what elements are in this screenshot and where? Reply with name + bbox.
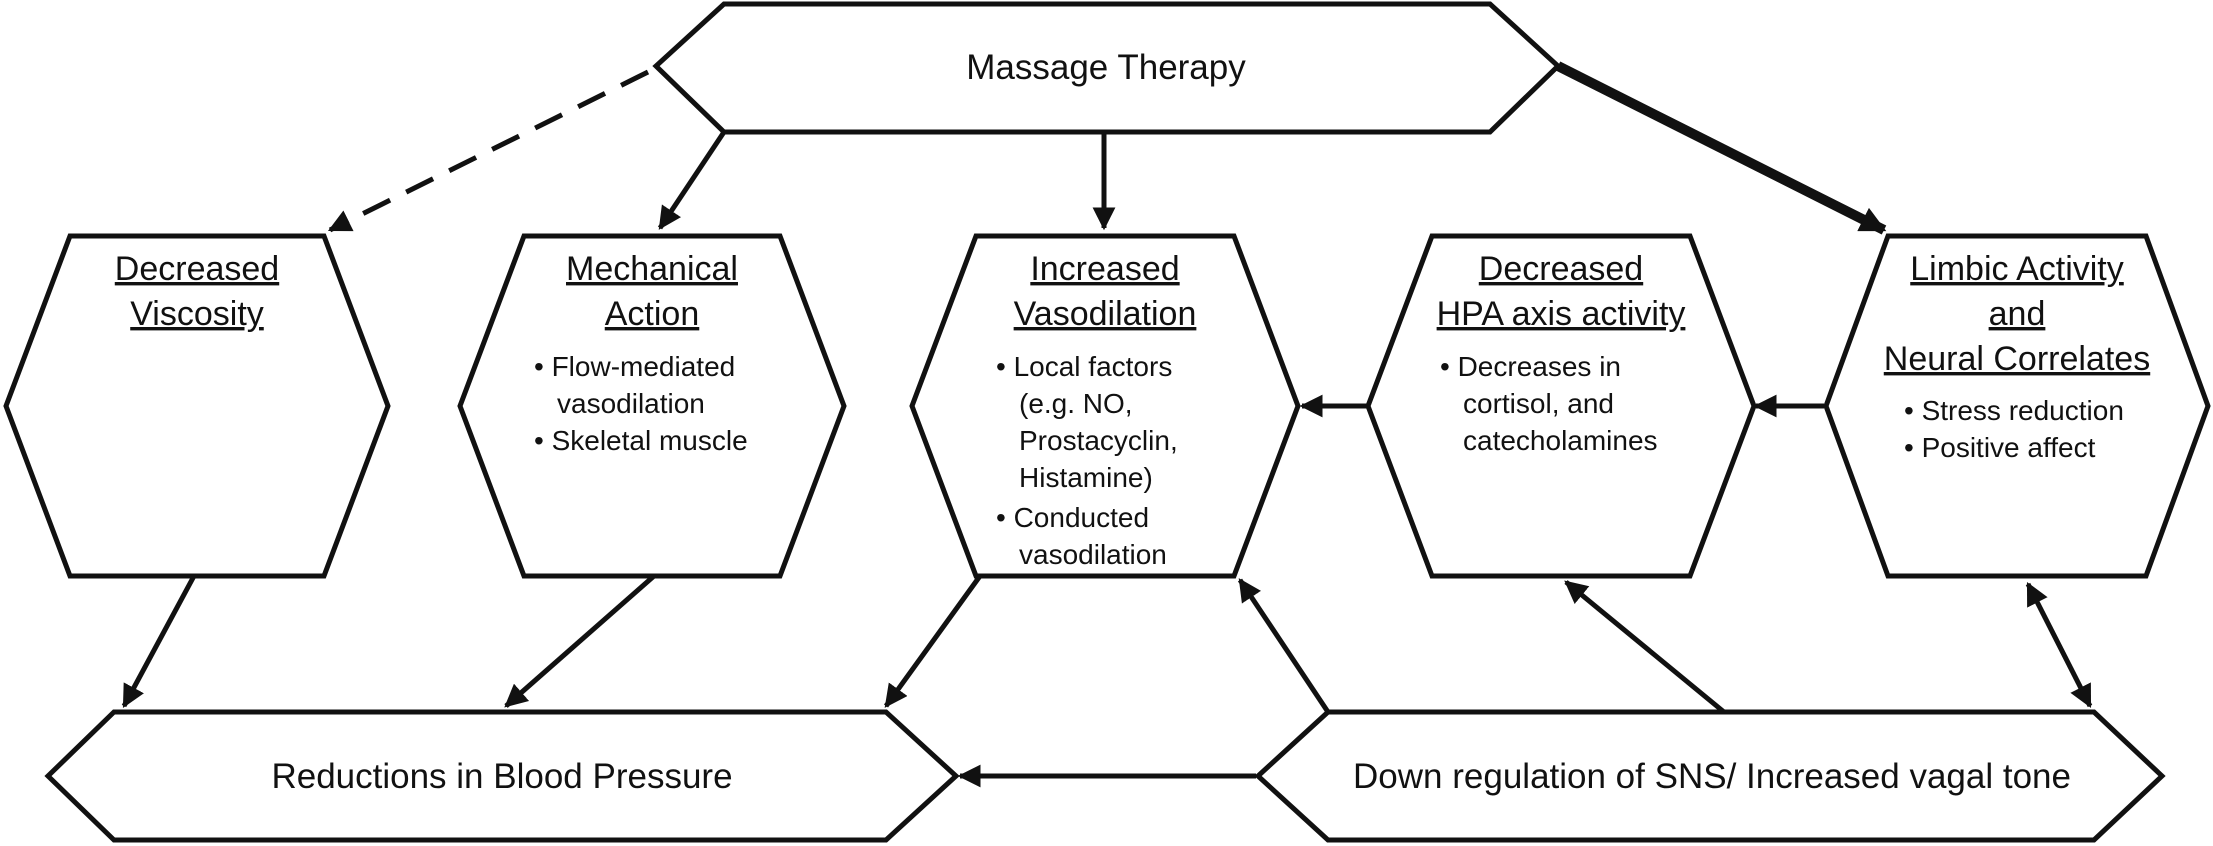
- node-sns-label: Down regulation of SNS/ Increased vagal …: [1353, 757, 2071, 796]
- node-limbic-bullet-2: • Positive affect: [1904, 432, 2096, 463]
- arrow-massage-to-mechanical: [657, 130, 727, 230]
- arrow-sns-limbic-bidirectional: [2025, 581, 2093, 709]
- node-massage-therapy-label: Massage Therapy: [966, 48, 1246, 87]
- node-limbic-title-1: Limbic Activity: [1910, 250, 2124, 288]
- arrow-mechanical-to-bp: [504, 574, 656, 708]
- node-limbic-title-3: Neural Correlates: [1884, 340, 2150, 378]
- node-limbic-title-2: and: [1989, 295, 2046, 333]
- arrow-massage-to-limbic: [1555, 61, 1887, 235]
- node-viscosity-title-2: Viscosity: [130, 295, 264, 333]
- node-vasodilation-bullet-1d: Histamine): [1019, 462, 1153, 493]
- node-down-regulation-sns: Down regulation of SNS/ Increased vagal …: [1254, 709, 2166, 843]
- node-reductions-blood-pressure: Reductions in Blood Pressure: [44, 709, 960, 843]
- arrow-viscosity-to-bp: [121, 574, 197, 709]
- node-vasodilation-title-2: Vasodilation: [1014, 295, 1197, 333]
- node-mechanical-title-2: Action: [605, 295, 700, 333]
- node-hpa-bullet-1a: • Decreases in: [1440, 351, 1621, 382]
- node-decreased-hpa: Decreased HPA axis activity • Decreases …: [1365, 233, 1757, 579]
- node-vasodilation-bullet-2a: • Conducted: [996, 502, 1149, 533]
- node-hpa-title-1: Decreased: [1479, 250, 1643, 288]
- node-vasodilation-bullet-1c: Prostacyclin,: [1019, 425, 1178, 456]
- arrows: [121, 61, 2093, 788]
- arrow-vasodilation-to-bp: [883, 574, 983, 708]
- node-vasodilation-bullet-1a: • Local factors: [996, 351, 1172, 382]
- arrow-sns-to-hpa: [1564, 580, 1726, 714]
- node-vasodilation-bullet-2b: vasodilation: [1019, 539, 1167, 570]
- node-mechanical-bullet-1b: vasodilation: [557, 388, 705, 419]
- node-increased-vasodilation: Increased Vasodilation • Local factors (…: [909, 233, 1301, 579]
- node-limbic-bullet-1: • Stress reduction: [1904, 395, 2124, 426]
- node-viscosity-title-1: Decreased: [115, 250, 279, 288]
- node-hpa-bullet-1b: cortisol, and: [1463, 388, 1614, 419]
- arrow-sns-to-vasodilation: [1237, 578, 1331, 714]
- node-hpa-title-2: HPA axis activity: [1437, 295, 1686, 333]
- arrow-massage-to-viscosity: [327, 69, 650, 233]
- node-vasodilation-bullet-1b: (e.g. NO,: [1019, 388, 1133, 419]
- node-mechanical-action: Mechanical Action • Flow-mediated vasodi…: [457, 233, 847, 579]
- node-mechanical-bullet-1a: • Flow-mediated: [534, 351, 735, 382]
- node-massage-therapy: Massage Therapy: [652, 1, 1562, 135]
- node-mechanical-title-1: Mechanical: [566, 250, 738, 288]
- node-mechanical-bullet-2: • Skeletal muscle: [534, 425, 748, 456]
- node-limbic-activity: Limbic Activity and Neural Correlates • …: [1823, 233, 2211, 579]
- node-vasodilation-title-1: Increased: [1030, 250, 1179, 288]
- node-decreased-viscosity: Decreased Viscosity: [3, 233, 391, 579]
- node-bp-label: Reductions in Blood Pressure: [271, 757, 732, 796]
- node-hpa-bullet-1c: catecholamines: [1463, 425, 1658, 456]
